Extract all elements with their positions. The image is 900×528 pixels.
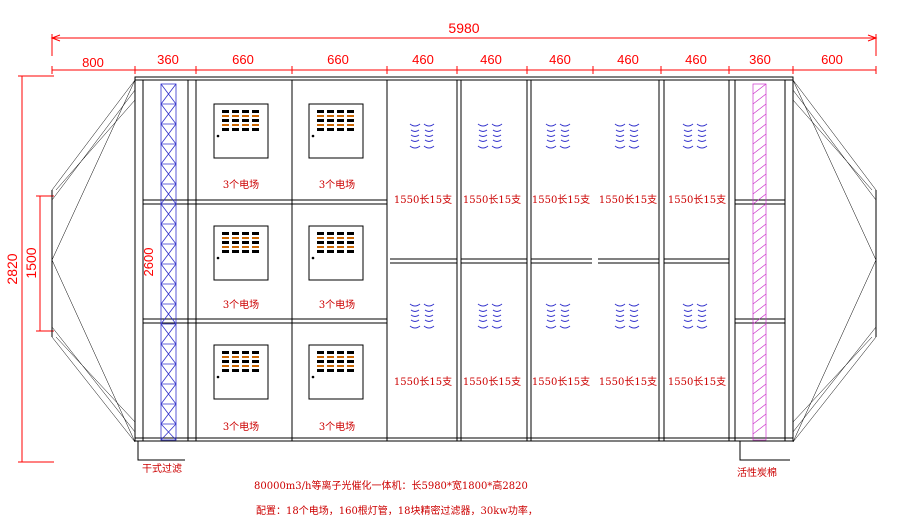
inlet-height-label: 1500 [23,247,39,278]
uv-lamp-icon [545,123,571,149]
field-label: 3个电场 [319,420,355,433]
left-dimensions: 2820 1500 2600 [4,75,156,463]
carbon-hatch [752,83,767,441]
lamp-label: 1550长15支 [463,194,521,206]
spec-title: 80000m3/h等离子光催化一体机：长5980*宽1800*高2820 [254,479,528,492]
lamp-label: 1550长15支 [599,376,657,388]
inner-height-label: 2600 [141,248,156,277]
lamp-label: 1550长15支 [599,194,657,206]
uv-lamp-icon [477,303,503,329]
spec-config: 配置：18个电场，160根灯管，18块精密过滤器，30kw功率， [256,504,538,517]
seg-8-label: 460 [685,52,707,67]
seg-5-label: 460 [480,52,502,67]
seg-7-label: 460 [617,52,639,67]
electric-field-module [308,103,364,159]
uv-lamp-icon [614,303,640,329]
electric-field-module [213,103,269,159]
uv-lamp-icon [682,123,708,149]
seg-9-label: 360 [749,52,771,67]
main-housing [134,76,794,442]
lamp-label: 1550长15支 [394,376,452,388]
uv-lamp-icon [614,123,640,149]
uv-lamp-icon [409,303,435,329]
inlet-transition [51,79,136,443]
lamp-label: 1550长15支 [532,194,590,206]
seg-10-label: 600 [821,52,843,67]
prefilter-label: 干式过滤 [142,462,182,475]
total-height-label: 2820 [4,253,20,284]
field-label: 3个电场 [319,298,355,311]
seg-6-label: 460 [549,52,571,67]
total-width-label: 5980 [448,20,479,36]
uv-lamp-icon [682,303,708,329]
uv-lamp-icon [409,123,435,149]
electric-field-module [308,225,364,281]
uv-lamp-icon [477,123,503,149]
seg-1-label: 360 [157,52,179,67]
seg-3-label: 660 [327,52,349,67]
electric-field-module [308,344,364,400]
seg-4-label: 460 [412,52,434,67]
lamp-label: 1550长15支 [668,376,726,388]
prefilter-lattice [160,83,177,441]
electric-field-module [213,225,269,281]
field-label: 3个电场 [223,420,259,433]
field-label: 3个电场 [223,178,259,191]
seg-2-label: 660 [232,52,254,67]
lamp-label: 1550长15支 [463,376,521,388]
field-label: 3个电场 [223,298,259,311]
electric-field-module [213,344,269,400]
seg-0-label: 800 [82,55,104,70]
carbon-leader [739,441,790,461]
field-label: 3个电场 [319,178,355,191]
lamp-label: 1550长15支 [532,376,590,388]
lamp-label: 1550长15支 [668,194,726,206]
carbon-label: 活性炭棉 [737,466,777,479]
prefilter-leader [137,441,185,461]
uv-lamp-icon [545,303,571,329]
top-dimension-chain: 5980 800 360 660 660 460 460 460 460 460… [50,20,878,74]
lamp-label: 1550长15支 [394,194,452,206]
outlet-transition [792,79,877,443]
